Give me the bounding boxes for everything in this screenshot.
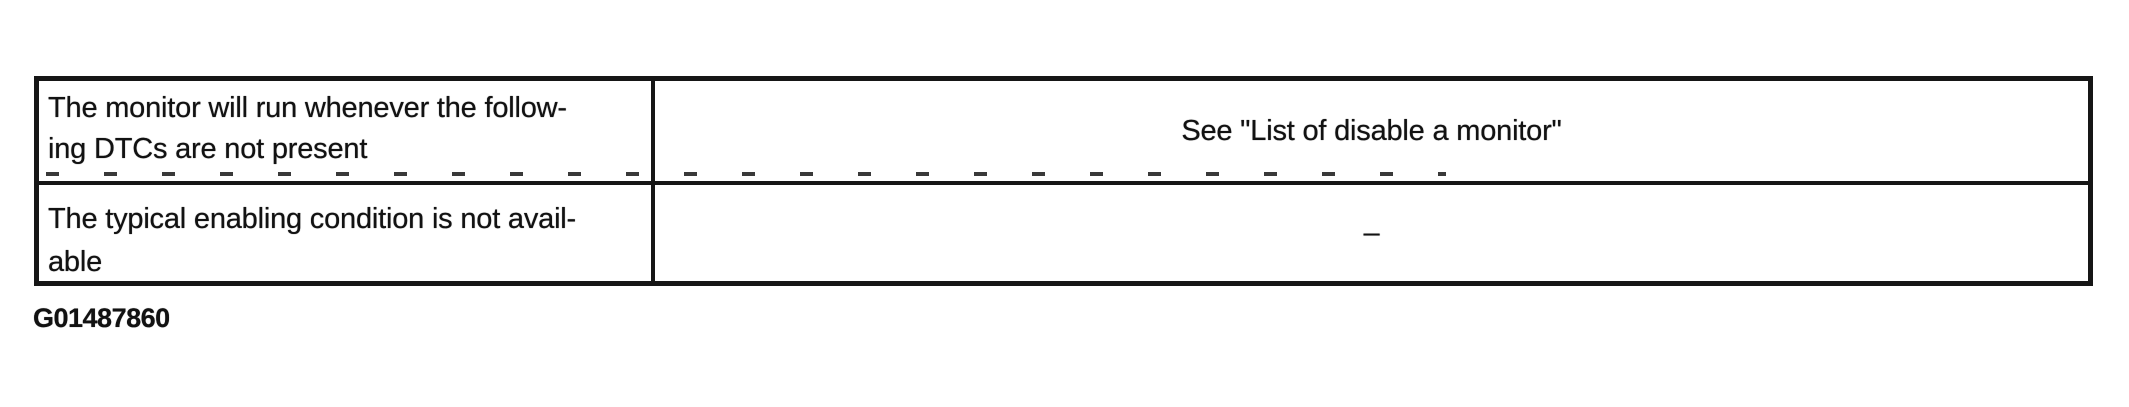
value-cell-row2: – (655, 185, 2088, 281)
condition-cell-row2: The typical enabling condition is not av… (39, 185, 655, 281)
figure-id-label: G01487860 (33, 303, 170, 333)
condition-text-line: ing DTCs are not present (48, 133, 368, 165)
value-text: See "List of disable a monitor" (1181, 114, 1562, 147)
condition-text-line: able (48, 246, 103, 278)
condition-cell-row1: The monitor will run whenever the follow… (39, 81, 655, 185)
condition-text-line: The monitor will run whenever the follow… (48, 92, 567, 124)
value-dash-text: – (1363, 216, 1380, 249)
condition-text-line: The typical enabling condition is not av… (48, 203, 577, 235)
value-cell-row1: See "List of disable a monitor" (655, 81, 2088, 185)
monitor-conditions-table: The monitor will run whenever the follow… (34, 76, 2093, 286)
scan-artifact-dashes (46, 172, 1446, 176)
